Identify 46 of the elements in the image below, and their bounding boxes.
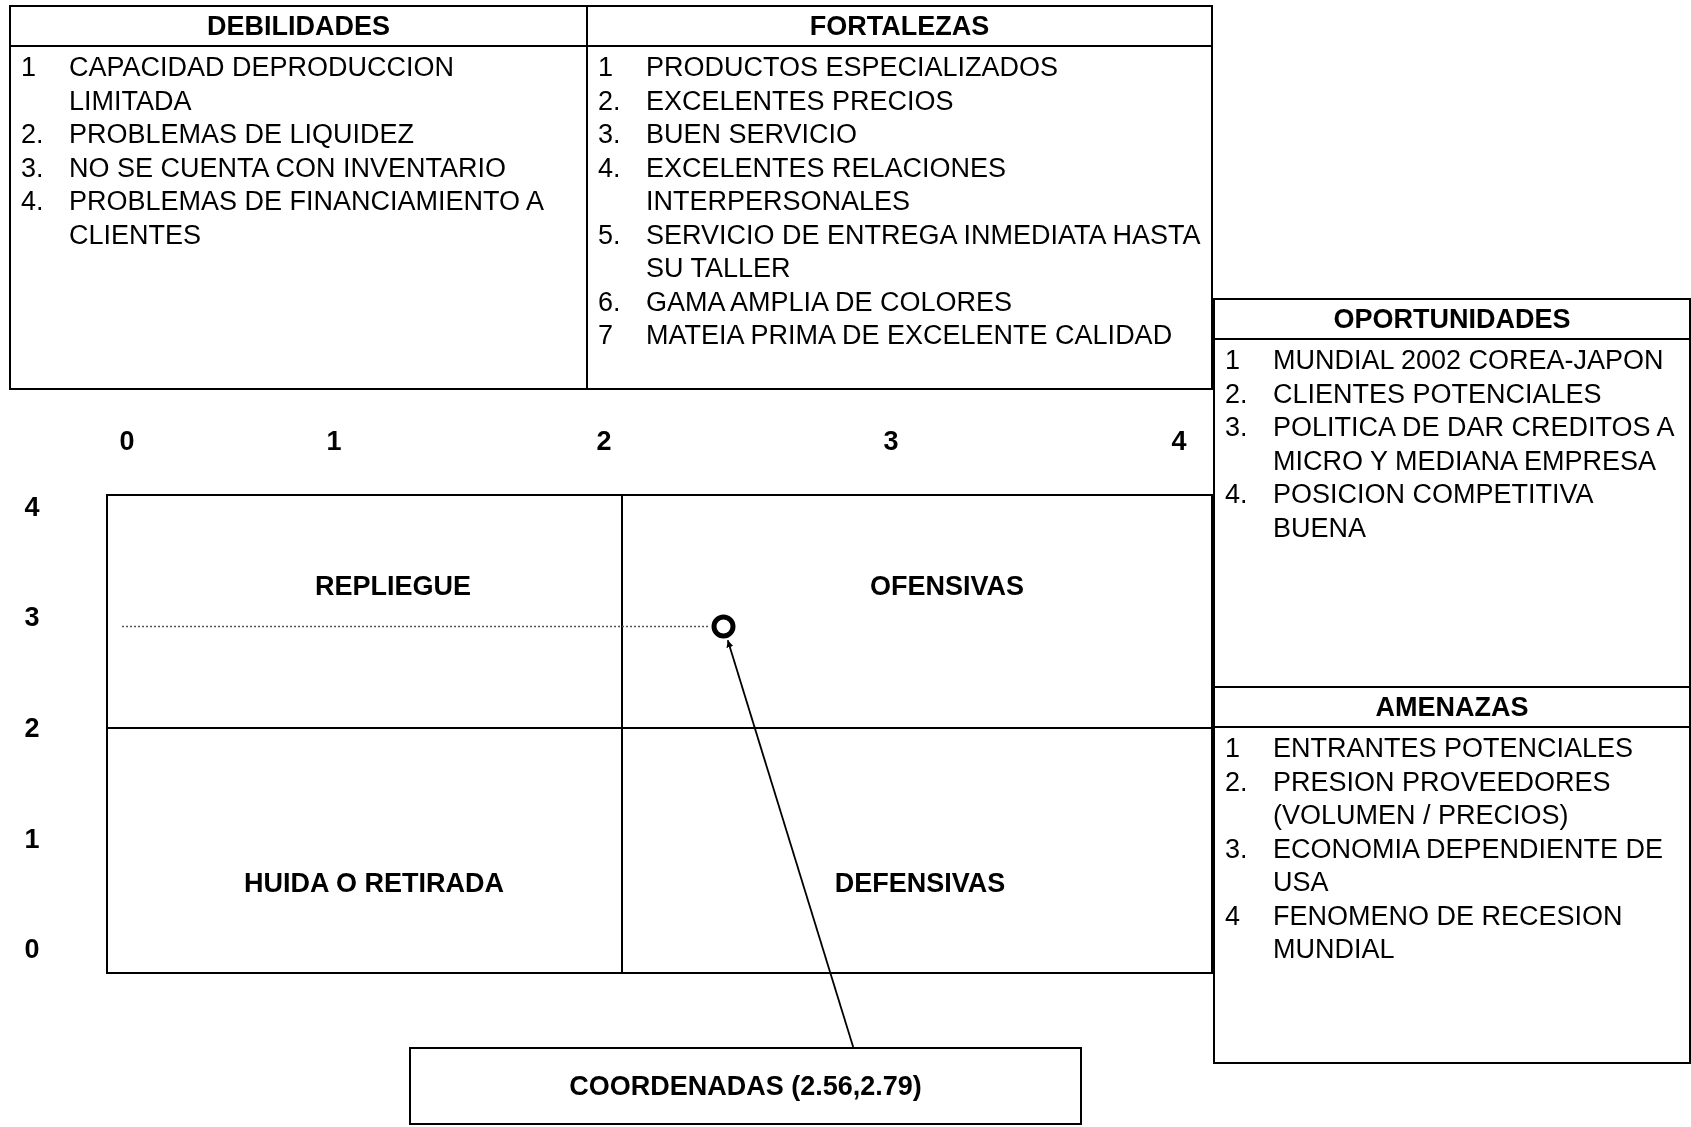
swot-panel (1213, 298, 1691, 688)
list-item: 2. PROBLEMAS DE LIQUIDEZ (21, 118, 416, 151)
swot-panel (9, 5, 588, 390)
axis-tick-label: 0 (119, 425, 135, 457)
list-item: 3. POLITICA DE DAR CREDITOS A MICRO Y MEDIANA EMPRESA (1225, 411, 1675, 478)
axis-tick-label: 0 (24, 933, 40, 965)
quadrant-label: OFENSIVAS (870, 570, 1024, 602)
panel-heading: OPORTUNIDADES (1215, 300, 1689, 340)
list-item: 2. PRESION PROVEEDORES (VOLUMEN / PRECIOS) (1225, 765, 1612, 832)
list-item: 2. CLIENTES POTENCIALES (1225, 377, 1603, 411)
coordinates-label: COORDENADAS (2.56,2.79) (569, 1070, 922, 1102)
quadrant-label: DEFENSIVAS (834, 867, 1006, 899)
list-item: 2. EXCELENTES PRECIOS (598, 84, 955, 118)
arrow (726, 639, 855, 1048)
axis-tick-label: 4 (1171, 425, 1187, 457)
quadrant-label: REPLIEGUE (315, 570, 471, 602)
list-item: 4. POSICION COMPETITIVA BUENA (1225, 478, 1594, 545)
matrix-grid (106, 494, 1213, 974)
axis-tick-label: 1 (326, 425, 342, 457)
axis-tick-label: 2 (24, 712, 40, 744)
list-item: 3. ECONOMIA DEPENDIENTE DE USA (1225, 832, 1665, 899)
list-item: 4. PROBLEMAS DE FINANCIAMIENTO A CLIENTES (21, 185, 545, 252)
axis-tick-label: 2 (596, 425, 612, 457)
axis-tick-label: 3 (24, 601, 40, 633)
swot-panel (1213, 686, 1691, 1064)
list-item: 1 ENTRANTES POTENCIALES (1225, 732, 1635, 765)
list-item: 4. EXCELENTES RELACIONES INTERPERSONALES (598, 151, 1008, 218)
list-item: 7 MATEIA PRIMA DE EXCELENTE CALIDAD (598, 319, 1174, 352)
list-item: 1 PRODUCTOS ESPECIALIZADOS (598, 51, 1060, 84)
swot-panel (586, 5, 1213, 390)
position-marker (711, 614, 736, 639)
list-item: 1 CAPACIDAD DEPRODUCCION LIMITADA (21, 51, 456, 118)
list-item: 6. GAMA AMPLIA DE COLORES (598, 285, 1014, 319)
list-item: 4 FENOMENO DE RECESION MUNDIAL (1225, 899, 1624, 966)
list-item: 1 MUNDIAL 2002 COREA-JAPON (1225, 344, 1665, 377)
axis-tick-label: 4 (24, 491, 40, 523)
list-item: 3. BUEN SERVICIO (598, 118, 859, 151)
axis-tick-label: 3 (883, 425, 899, 457)
text-box (409, 1047, 1082, 1125)
axis-tick-label: 1 (24, 823, 40, 855)
panel-heading: AMENAZAS (1215, 688, 1689, 728)
panel-heading: DEBILIDADES (11, 7, 586, 47)
list-item: 5. SERVICIO DE ENTREGA INMEDIATA HASTA SU TALLER (598, 218, 1201, 285)
panel-heading: FORTALEZAS (588, 7, 1211, 47)
quadrant-label: HUIDA O RETIRADA (244, 867, 504, 899)
list-item: 3. NO SE CUENTA CON INVENTARIO (21, 151, 508, 185)
